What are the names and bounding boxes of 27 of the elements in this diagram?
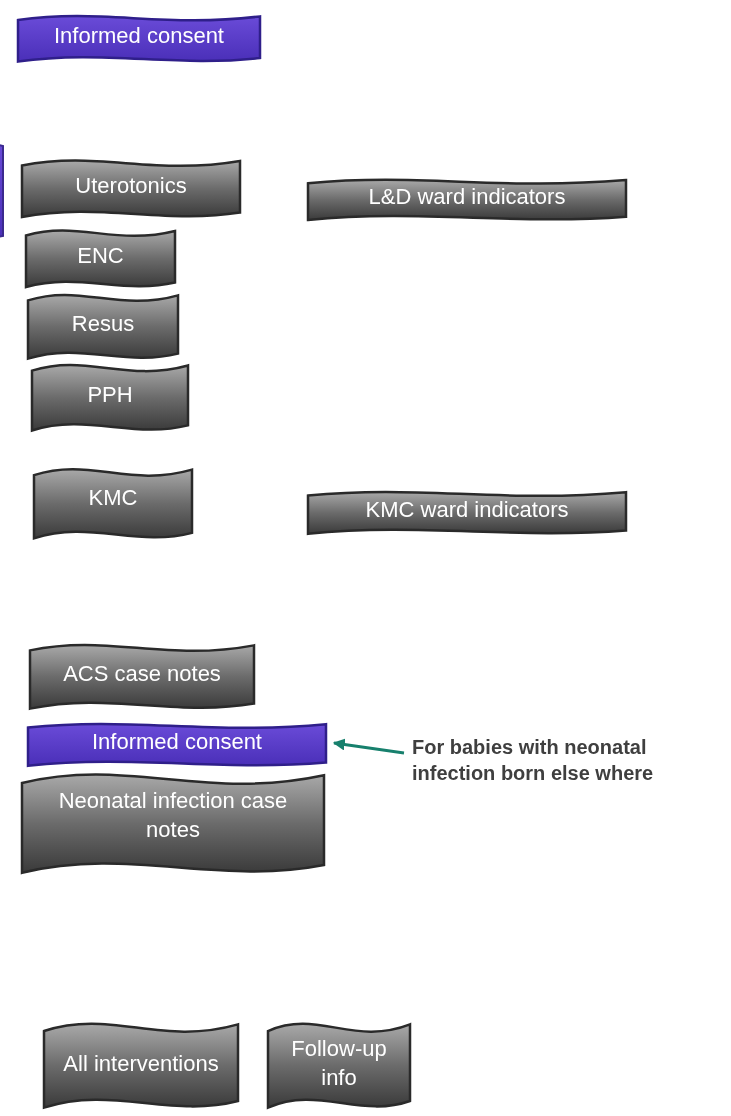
node-label: KMC ward indicators: [365, 495, 569, 524]
document-shape: [34, 466, 192, 542]
document-shape: [308, 178, 626, 222]
document-shape: [308, 490, 626, 536]
document-shape: [28, 722, 326, 768]
node-label: L&D ward indicators: [368, 182, 566, 211]
document-shape: [44, 1020, 238, 1112]
document-shape: [18, 14, 260, 64]
node-label: ACS case notes: [63, 659, 221, 688]
node-label: Neonatal infection case notes: [57, 787, 289, 844]
node-label: Informed consent: [92, 727, 262, 756]
note-text: For babies with neonatal infection born else where: [412, 735, 655, 786]
node-label: Follow-up info: [290, 1035, 388, 1092]
node-label: Resus: [71, 309, 135, 338]
node-label: Uterotonics: [75, 171, 187, 200]
node-label: ENC: [77, 241, 124, 270]
document-shape: [26, 228, 175, 290]
document-shape: [28, 292, 178, 362]
arrow: [332, 738, 405, 755]
node-label: KMC: [88, 483, 138, 512]
document-shape: [22, 158, 240, 220]
node-label: All interventions: [63, 1049, 219, 1078]
document-shape: [268, 1020, 410, 1112]
node-label: Informed consent: [54, 21, 224, 50]
document-shape: [30, 642, 254, 712]
document-shape: [32, 362, 188, 434]
node-label: PPH: [87, 380, 133, 409]
